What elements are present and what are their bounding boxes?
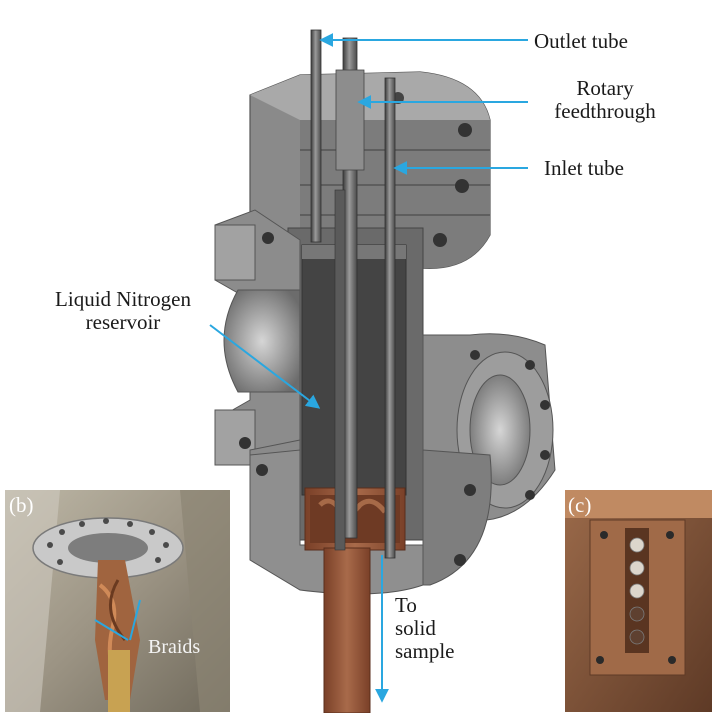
to-solid-sample-label: To solid sample xyxy=(395,594,454,663)
sample-disk-1 xyxy=(629,537,645,553)
rotary-feedthrough-line-1: Rotary xyxy=(576,76,634,100)
rotary-feedthrough-label: Rotary feedthrough xyxy=(530,77,680,123)
sample-disk-4 xyxy=(629,606,645,622)
inlet-tube xyxy=(384,77,396,559)
ln2-reservoir-label: Liquid Nitrogen reservoir xyxy=(18,288,228,334)
inlet-tube-label: Inlet tube xyxy=(544,156,624,180)
copper-rod xyxy=(323,547,371,714)
outlet-tube-label: Outlet tube xyxy=(534,29,628,53)
reservoir-arrow xyxy=(209,324,321,409)
rotary-feedthrough-line-2: feedthrough xyxy=(554,99,656,123)
sample-disk-2 xyxy=(629,560,645,576)
braids-label: Braids xyxy=(148,636,201,658)
to-solid-sample-line-3: sample xyxy=(395,639,455,663)
to-solid-sample-line-2: solid xyxy=(395,616,436,640)
to-solid-sample-line-1: To xyxy=(395,593,417,617)
sample-disk-5 xyxy=(629,629,645,645)
callout-arrows xyxy=(209,33,528,703)
panel-b-label: (b) xyxy=(9,493,34,517)
outlet-tube xyxy=(310,29,322,243)
cryostat-cutaway xyxy=(214,29,556,714)
panel-c-label: (c) xyxy=(568,493,592,517)
inset-b-photo xyxy=(5,490,230,712)
inset-c-photo xyxy=(565,490,712,712)
sample-disk-3 xyxy=(629,583,645,599)
ln2-reservoir-line-2: reservoir xyxy=(85,310,161,334)
ln2-reservoir-line-1: Liquid Nitrogen xyxy=(55,287,191,311)
